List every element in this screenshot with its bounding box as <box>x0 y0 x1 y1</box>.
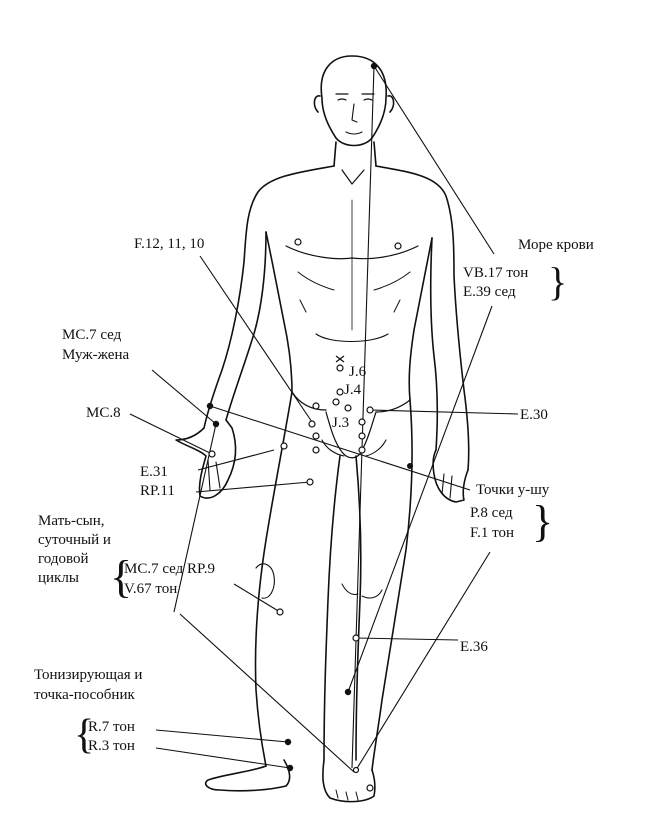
label-mat-syn-3: годовой <box>38 551 89 567</box>
label-toniz-2: точка-пособник <box>34 687 135 703</box>
filled-points <box>206 62 413 772</box>
label-rp11: RP.11 <box>140 483 175 499</box>
label-r7: R.7 тон <box>88 719 135 735</box>
label-p8: P.8 сед <box>470 505 513 521</box>
label-mc7-rp9: MC.7 сед RP.9 <box>124 561 215 577</box>
label-mc8: MC.8 <box>86 405 121 421</box>
label-mc7-sed: MC.7 сед <box>62 327 122 343</box>
brace-mc7: { <box>110 551 133 602</box>
label-e39: E.39 сед <box>463 284 516 300</box>
leader-lines <box>129 65 519 773</box>
label-toniz-1: Тонизирующая и <box>34 667 143 683</box>
label-more-krovi: Море крови <box>518 237 594 253</box>
body-outline <box>175 55 470 803</box>
label-f1: F.1 тон <box>470 525 515 541</box>
label-vb17: VB.17 тон <box>463 265 529 281</box>
label-e31: E.31 <box>140 464 168 480</box>
label-muzh-zhena: Муж-жена <box>62 347 130 363</box>
label-j6: J.6 <box>349 364 367 380</box>
brace-r7: { <box>74 712 95 758</box>
label-v67: V.67 тон <box>124 581 178 597</box>
label-f12: F.12, 11, 10 <box>134 236 205 252</box>
label-mat-syn-4: циклы <box>38 570 79 586</box>
brace-vb17: } <box>548 259 568 304</box>
open-points <box>208 364 374 792</box>
label-mat-syn-1: Мать-сын, <box>38 513 105 529</box>
brace-p8: } <box>532 497 554 546</box>
label-j4: J.4 <box>344 382 362 398</box>
label-j3: J.3 <box>332 415 350 431</box>
label-e36: E.36 <box>460 639 488 655</box>
label-e30: E.30 <box>520 407 548 423</box>
label-mat-syn-2: суточный и <box>38 532 111 548</box>
nipple-marks <box>294 238 402 250</box>
label-tochki-ushu: Точки у-шу <box>476 482 550 498</box>
label-r3: R.3 тон <box>88 738 135 754</box>
j6-cross <box>335 355 345 363</box>
